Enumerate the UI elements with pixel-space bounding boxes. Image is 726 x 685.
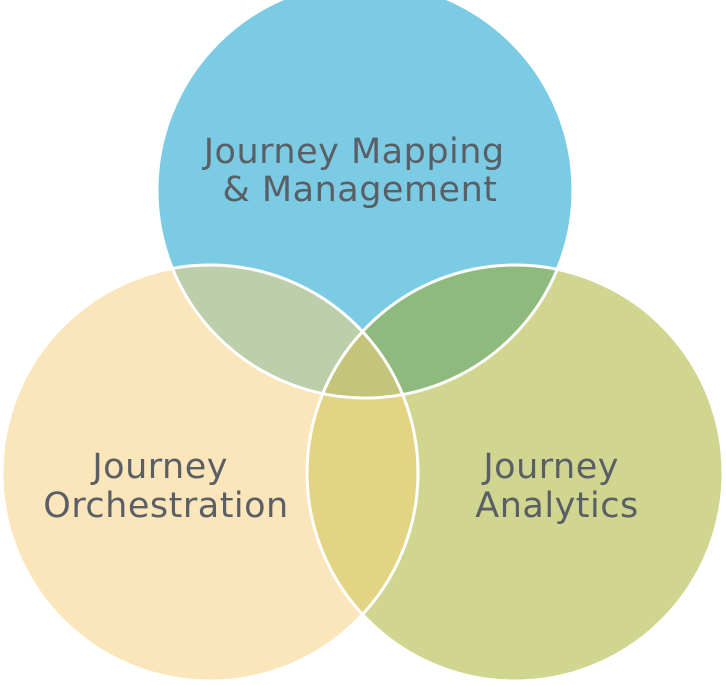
overlap-mapping-analytics <box>307 265 573 398</box>
label-journey-orchestration-line1: Journey <box>90 447 228 487</box>
label-journey-analytics-line1: Journey <box>481 447 619 487</box>
label-journey-mapping-line2: & Management <box>223 170 498 210</box>
label-journey-orchestration: Journey Orchestration <box>43 447 288 526</box>
overlap-mapping-orchestration <box>157 265 418 398</box>
label-journey-orchestration-line2: Orchestration <box>43 486 288 526</box>
label-journey-analytics-line2: Analytics <box>475 486 638 526</box>
label-journey-analytics: Journey Analytics <box>475 447 638 526</box>
label-journey-mapping-line1: Journey Mapping <box>202 132 505 172</box>
label-journey-mapping: Journey Mapping & Management <box>202 132 517 210</box>
